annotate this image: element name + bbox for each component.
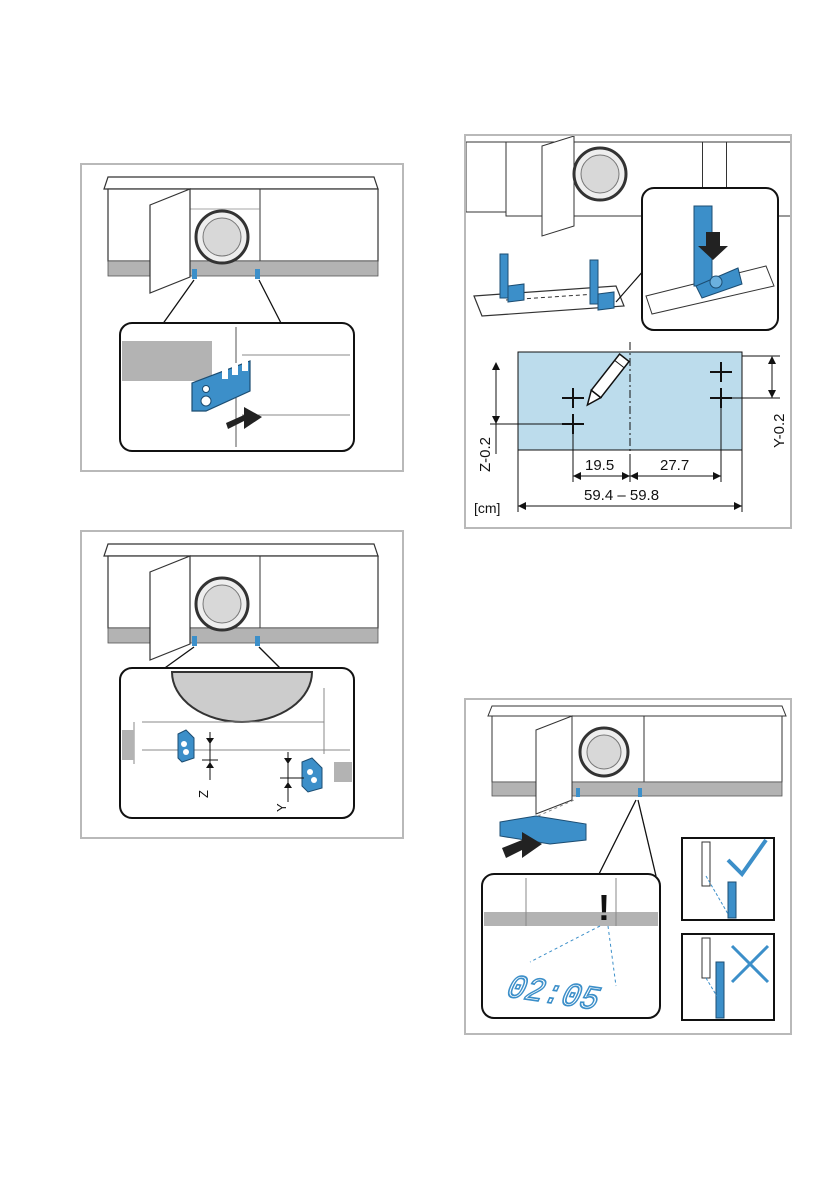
dim-19-5: 19.5 [585,457,614,474]
bracket-icon [500,254,524,302]
washer-icon [574,148,626,200]
label-z: Z [196,790,211,798]
figure-2-bracket-height: Z Y [80,530,404,839]
figure-3-illustration: Z-0.2 Y-0.2 19.5 27.7 59.4 – 59.8 [466,136,790,527]
figure-2-illustration: Z Y [82,532,402,837]
units-label: [cm] [474,500,500,516]
figure-4-illustration: ! 02:05 [466,700,790,1033]
figure-1-bracket-install [80,163,404,472]
washer-icon [580,728,628,776]
bracket-icon [590,260,614,310]
figure-4-plinth-install: ! 02:05 [464,698,792,1035]
washer-icon [196,211,248,263]
label-y: Y [274,803,289,812]
label-y-minus: Y-0.2 [771,414,788,448]
dim-27-7: 27.7 [660,457,689,474]
dim-total: 59.4 – 59.8 [584,487,659,504]
washer-icon [196,578,248,630]
label-z-minus: Z-0.2 [477,437,494,472]
figure-1-illustration [82,165,402,470]
warning-mark: ! [598,887,610,928]
figure-3-base-plate-marking: Z-0.2 Y-0.2 19.5 27.7 59.4 – 59.8 [cm] [464,134,792,529]
